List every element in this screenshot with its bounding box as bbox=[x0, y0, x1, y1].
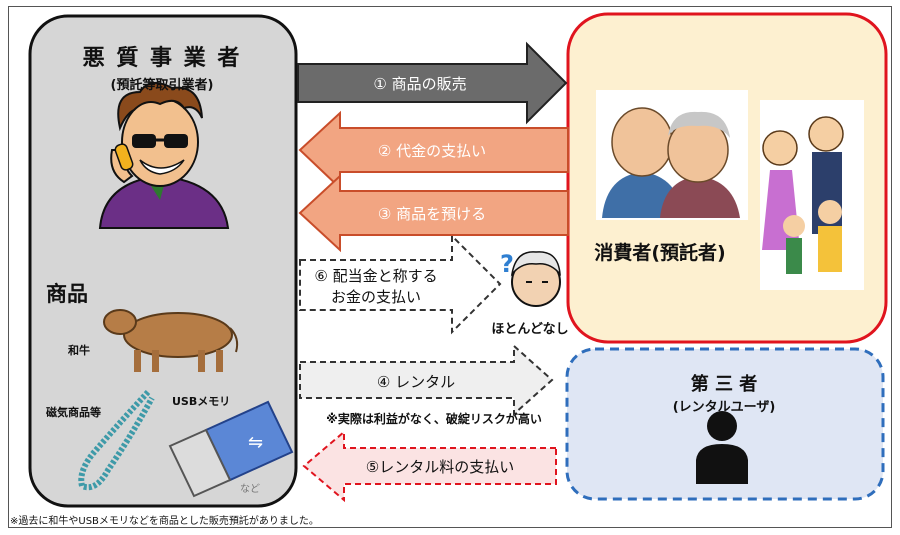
sale-arrow bbox=[297, 41, 568, 125]
elderly-couple-illustration bbox=[596, 90, 748, 220]
payment-arrow bbox=[298, 110, 569, 191]
svg-text:?: ? bbox=[500, 250, 514, 278]
third-party-subtitle: (レンタルユーザ) bbox=[672, 400, 776, 415]
usb-label: USBメモリ bbox=[172, 395, 231, 408]
step5-label: ⑤レンタル料の支払い bbox=[365, 458, 515, 476]
consumer-label: 消費者(預託者) bbox=[594, 242, 726, 264]
dividend-arrow bbox=[299, 233, 502, 335]
family-illustration bbox=[760, 100, 864, 290]
seller-box bbox=[28, 14, 298, 508]
step2-label: ② 代金の支払い bbox=[377, 142, 487, 160]
products-label: 商品 bbox=[46, 282, 88, 306]
seller-title: 悪 質 事 業 者 bbox=[82, 46, 242, 71]
reality-note: ※実際は利益がなく、破綻リスクが高い bbox=[326, 412, 542, 426]
fraudster-illustration bbox=[98, 81, 230, 229]
step3-label: ③ 商品を預ける bbox=[377, 205, 487, 223]
rental-arrow bbox=[299, 343, 554, 417]
third-party-title: 第 三 者 bbox=[690, 374, 758, 395]
confused-elder-illustration: ? bbox=[500, 250, 561, 307]
hardly-any-label: ほとんどなし bbox=[491, 322, 569, 337]
diagram-frame bbox=[8, 6, 892, 528]
svg-text:⇋: ⇋ bbox=[248, 432, 263, 453]
magnetic-necklace-illustration bbox=[78, 389, 155, 491]
deposit-arrow bbox=[298, 173, 569, 253]
usb-stick-illustration: ⇋ bbox=[168, 400, 294, 498]
footnote: ※過去に和牛やUSBメモリなどを商品とした販売預託がありました。 bbox=[10, 516, 319, 527]
magnetic-goods-label: 磁気商品等 bbox=[46, 406, 101, 419]
etc-label: など bbox=[240, 484, 260, 495]
cow-label: 和牛 bbox=[68, 344, 90, 357]
third-party-person-icon bbox=[696, 411, 748, 484]
step1-label: ① 商品の販売 bbox=[373, 75, 467, 93]
rental-fee-arrow bbox=[302, 429, 557, 503]
step6-label-line1: ⑥ 配当金と称する bbox=[314, 267, 438, 285]
cow-illustration bbox=[103, 309, 239, 372]
step6-label-line2: お金の支払い bbox=[330, 288, 422, 306]
seller-subtitle: (預託等取引業者) bbox=[110, 78, 214, 93]
step4-label: ④ レンタル bbox=[376, 373, 456, 391]
